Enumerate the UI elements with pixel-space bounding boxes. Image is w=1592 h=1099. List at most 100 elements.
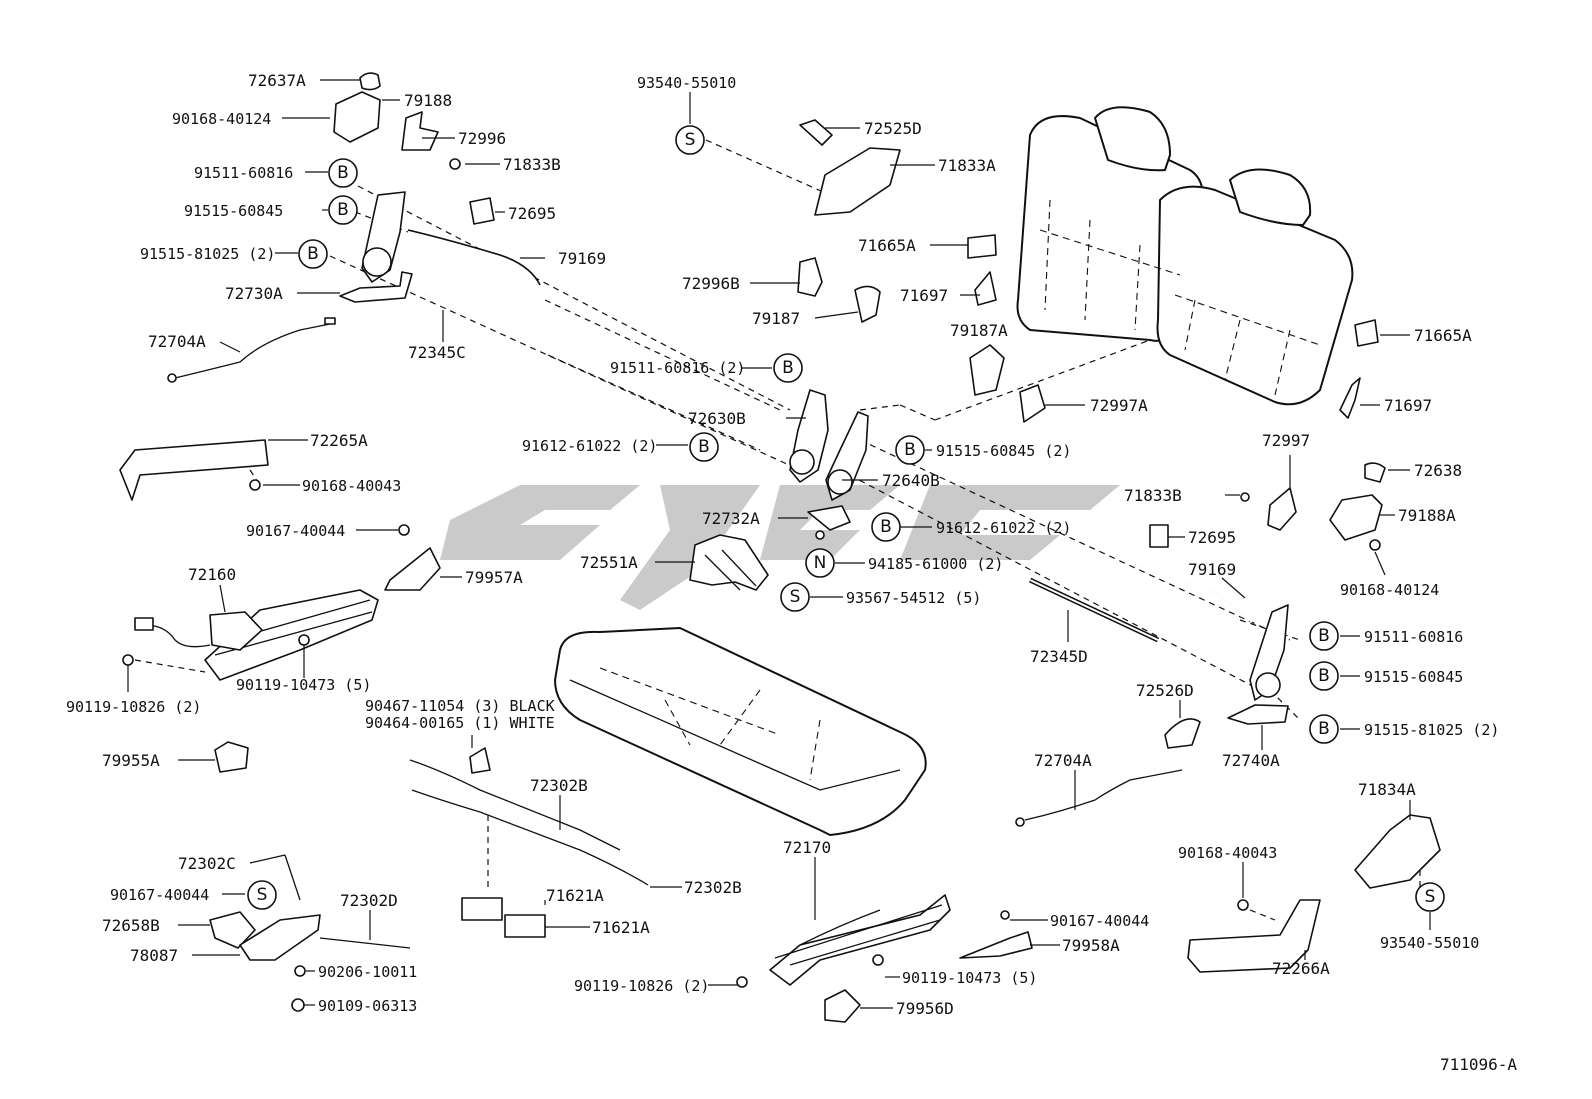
dashed-guide-lines	[134, 139, 1421, 921]
part-label: 72704A	[148, 332, 206, 351]
part-label: 91515-81025 (2)	[140, 245, 275, 263]
marker-s: S	[675, 125, 705, 155]
marker-n: N	[805, 548, 835, 578]
part-label: 90168-40043	[302, 477, 401, 495]
part-label: 71665A	[1414, 326, 1472, 345]
part-label: 71833B	[1124, 486, 1182, 505]
part-label: 71665A	[858, 236, 916, 255]
part-label: 79187A	[950, 321, 1008, 340]
part-label: 72302B	[530, 776, 588, 795]
part-label: 90467-11054 (3) BLACK	[365, 697, 555, 715]
seat-track-right	[736, 894, 1033, 1023]
seat-back-cushion	[1016, 106, 1354, 406]
seat-track-left	[122, 589, 379, 773]
part-label: 79958A	[1062, 936, 1120, 955]
svg-text:B: B	[698, 437, 710, 457]
part-label: 71834A	[1358, 780, 1416, 799]
marker-b: B	[773, 353, 803, 383]
marker-b: B	[1309, 621, 1339, 651]
marker-s: S	[780, 582, 810, 612]
svg-text:B: B	[880, 517, 892, 537]
part-label: 72302B	[684, 878, 742, 897]
part-label: 90119-10826 (2)	[574, 977, 709, 995]
svg-text:B: B	[1318, 719, 1330, 739]
svg-text:N: N	[814, 553, 827, 573]
part-label: 79956D	[896, 999, 954, 1018]
part-label: 72732A	[702, 509, 760, 528]
part-label: 72730A	[225, 284, 283, 303]
part-label: 79955A	[102, 751, 160, 770]
part-label: 93567-54512 (5)	[846, 589, 981, 607]
part-label: 72704A	[1034, 751, 1092, 770]
svg-text:B: B	[337, 163, 349, 183]
part-label: 91612-61022 (2)	[522, 437, 657, 455]
part-label: 90168-40124	[172, 110, 271, 128]
marker-b: B	[1309, 661, 1339, 691]
part-label: 91612-61022 (2)	[936, 519, 1071, 537]
leader-lines	[127, 79, 1431, 1009]
part-label: 72638	[1414, 461, 1462, 480]
part-label: 91515-60845 (2)	[936, 442, 1071, 460]
part-label: 72345C	[408, 343, 466, 362]
svg-text:S: S	[1425, 887, 1436, 907]
part-label: 72525D	[864, 119, 922, 138]
svg-text:B: B	[782, 358, 794, 378]
part-label: 71621A	[592, 918, 650, 937]
marker-b: B	[1309, 714, 1339, 744]
right-recliner-parts	[1015, 319, 1441, 973]
part-label: 71833B	[503, 155, 561, 174]
part-label: 72630B	[688, 409, 746, 428]
part-label: 72740A	[1222, 751, 1280, 770]
svg-text:B: B	[1318, 626, 1330, 646]
part-label: 90464-00165 (1) WHITE	[365, 714, 555, 732]
part-label: 72551A	[580, 553, 638, 572]
part-label: 90167-40044	[246, 522, 345, 540]
svg-text:B: B	[1318, 666, 1330, 686]
svg-text:B: B	[307, 244, 319, 264]
diagram-code: 711096-A	[1440, 1055, 1517, 1074]
part-label: 79169	[558, 249, 606, 268]
center-recliner-parts	[689, 119, 1046, 591]
part-label: 72695	[1188, 528, 1236, 547]
part-label: 72997A	[1090, 396, 1148, 415]
part-label: 91511-60816	[194, 164, 293, 182]
part-label: 72160	[188, 565, 236, 584]
svg-text:S: S	[257, 885, 268, 905]
part-label: 90119-10473 (5)	[236, 676, 371, 694]
part-label: 79169	[1188, 560, 1236, 579]
part-label: 71621A	[546, 886, 604, 905]
marker-s: S	[247, 880, 277, 910]
part-label: 71697	[900, 286, 948, 305]
part-label: 90167-40044	[110, 886, 209, 904]
part-label: 90119-10826 (2)	[66, 698, 201, 716]
part-label: 71833A	[938, 156, 996, 175]
part-label: 79957A	[465, 568, 523, 587]
part-label: 93540-55010	[637, 74, 736, 92]
part-label: 72640B	[882, 471, 940, 490]
part-label: 71697	[1384, 396, 1432, 415]
marker-b: B	[689, 432, 719, 462]
part-label: 79188A	[1398, 506, 1456, 525]
part-label: 72997	[1262, 431, 1310, 450]
part-label: 72302D	[340, 891, 398, 910]
part-label: 72996B	[682, 274, 740, 293]
marker-b: B	[895, 435, 925, 465]
marker-b: B	[328, 195, 358, 225]
part-label: 90206-10011	[318, 963, 417, 981]
left-recliner-parts	[119, 72, 548, 591]
marker-b: B	[871, 512, 901, 542]
part-label: 72526D	[1136, 681, 1194, 700]
part-label: 90168-40043	[1178, 844, 1277, 862]
callout-markers: S B B B B B B B N S S B B B S	[247, 125, 1445, 912]
svg-text:S: S	[685, 130, 696, 150]
part-label: 72265A	[310, 431, 368, 450]
marker-b: B	[298, 239, 328, 269]
svg-text:B: B	[904, 440, 916, 460]
part-label: 79187	[752, 309, 800, 328]
part-labels: 72637A 79188 90168-40124 72996 71833B 91…	[66, 71, 1517, 1074]
svg-text:B: B	[337, 200, 349, 220]
part-label: 93540-55010	[1380, 934, 1479, 952]
svg-text:S: S	[790, 587, 801, 607]
part-label: 72170	[783, 838, 831, 857]
